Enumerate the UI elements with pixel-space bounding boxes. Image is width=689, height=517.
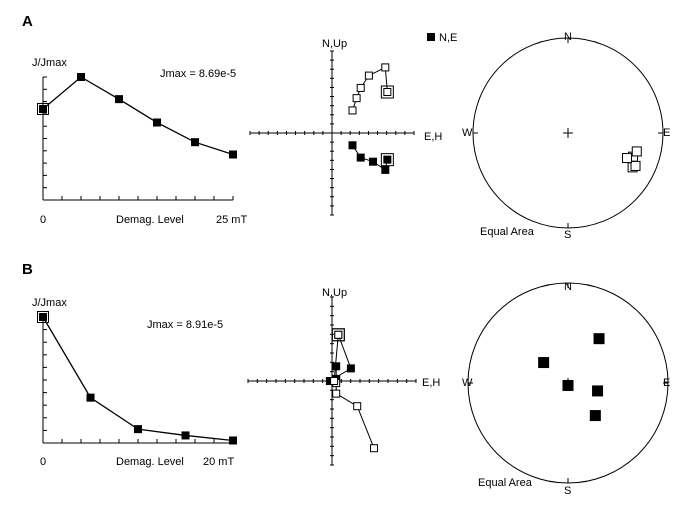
intensity-xtick-max-a: 25 mT bbox=[216, 214, 247, 226]
direction-point bbox=[630, 160, 641, 171]
intensity-point bbox=[191, 138, 199, 147]
direction-point bbox=[631, 146, 642, 157]
zij-point-horizontal bbox=[332, 362, 341, 371]
intensity-chart-b: J/Jmax Jmax = 8.91e-5 Demag. Level 0 20 … bbox=[32, 297, 237, 468]
intensity-point bbox=[77, 73, 85, 81]
zij-point-vertical bbox=[364, 71, 373, 80]
zijderveld-xlabel-b: E,H bbox=[422, 377, 440, 389]
legend-label: N,E bbox=[439, 32, 457, 44]
intensity-xtick-min-a: 0 bbox=[40, 214, 46, 226]
direction-e-a: E bbox=[663, 127, 670, 139]
direction-s-b: S bbox=[564, 485, 571, 497]
zij-point-vertical bbox=[332, 389, 341, 398]
direction-w-a: W bbox=[462, 127, 473, 139]
panel-label-a: A bbox=[22, 13, 33, 30]
zij-path-horizontal bbox=[329, 334, 352, 382]
intensity-xtick-min-b: 0 bbox=[40, 456, 46, 468]
zij-point-vertical bbox=[353, 402, 362, 411]
zij-nrm-marker bbox=[380, 85, 394, 99]
zij-point-vertical bbox=[348, 106, 357, 115]
intensity-point bbox=[153, 118, 161, 127]
jmax-annotation-b: Jmax = 8.91e-5 bbox=[147, 319, 223, 331]
intensity-xtick-max-b: 20 mT bbox=[203, 456, 234, 468]
direction-n-a: N bbox=[564, 31, 572, 43]
intensity-point bbox=[229, 150, 237, 159]
intensity-ylabel-a: J/Jmax bbox=[32, 57, 67, 69]
first-point-marker bbox=[37, 311, 49, 323]
equal-area-plot-b: N E S W Equal Area bbox=[462, 281, 670, 497]
direction-s-a: S bbox=[564, 229, 571, 241]
zij-point-horizontal bbox=[383, 155, 392, 164]
zij-point-horizontal bbox=[356, 153, 365, 162]
direction-point bbox=[622, 153, 633, 164]
intensity-line bbox=[42, 76, 234, 156]
intensity-xlabel-a: Demag. Level bbox=[116, 214, 184, 226]
jmax-annotation-a: Jmax = 8.69e-5 bbox=[160, 68, 236, 80]
zijderveld-plot-b: N,Up E,H bbox=[247, 287, 440, 466]
equal-area-label-a: Equal Area bbox=[480, 226, 535, 238]
intensity-point-first bbox=[39, 104, 47, 113]
zij-nrm-marker bbox=[380, 153, 394, 167]
intensity-ylabel-b: J/Jmax bbox=[32, 297, 67, 309]
zij-point-horizontal bbox=[348, 141, 357, 150]
intensity-point bbox=[181, 431, 190, 440]
intensity-point bbox=[229, 436, 237, 445]
zij-point-vertical bbox=[356, 83, 365, 92]
zij-point-vertical bbox=[352, 94, 361, 103]
zijderveld-ylabel-b: N,Up bbox=[322, 287, 347, 299]
direction-point bbox=[593, 333, 605, 345]
direction-point bbox=[562, 379, 574, 391]
intensity-point bbox=[134, 425, 142, 434]
intensity-point-first bbox=[39, 313, 47, 321]
direction-point bbox=[589, 410, 601, 422]
zij-path-vertical bbox=[333, 334, 375, 449]
intensity-point bbox=[115, 95, 123, 104]
intensity-xlabel-b: Demag. Level bbox=[116, 456, 184, 468]
zij-point-horizontal bbox=[369, 157, 377, 166]
zij-point-horizontal bbox=[346, 364, 355, 373]
panel-label-b: B bbox=[22, 261, 33, 278]
direction-point bbox=[592, 385, 604, 397]
zijderveld-ylabel-a: N,Up bbox=[322, 38, 347, 50]
intensity-chart-a: J/Jmax Jmax = 8.69e-5 Demag. Level 0 25 … bbox=[32, 57, 247, 226]
direction-point bbox=[538, 357, 550, 369]
equal-area-label-b: Equal Area bbox=[478, 477, 533, 489]
zij-point-vertical bbox=[370, 444, 378, 453]
legend-marker bbox=[427, 33, 435, 41]
first-point-marker bbox=[37, 102, 49, 115]
zijderveld-plot-a: N,Up E,H N,E bbox=[249, 32, 457, 216]
zijderveld-xlabel-a: E,H bbox=[424, 131, 442, 143]
intensity-point bbox=[86, 393, 95, 402]
intensity-line bbox=[42, 316, 234, 442]
zij-point-vertical bbox=[381, 63, 390, 72]
zij-nrm-marker bbox=[331, 328, 345, 342]
zij-point-vertical bbox=[383, 88, 392, 96]
zij-point-vertical bbox=[334, 330, 343, 339]
zij-point-vertical bbox=[330, 377, 339, 385]
zij-point-horizontal bbox=[381, 165, 390, 174]
equal-area-plot-a: N E S W Equal Area bbox=[462, 31, 670, 241]
